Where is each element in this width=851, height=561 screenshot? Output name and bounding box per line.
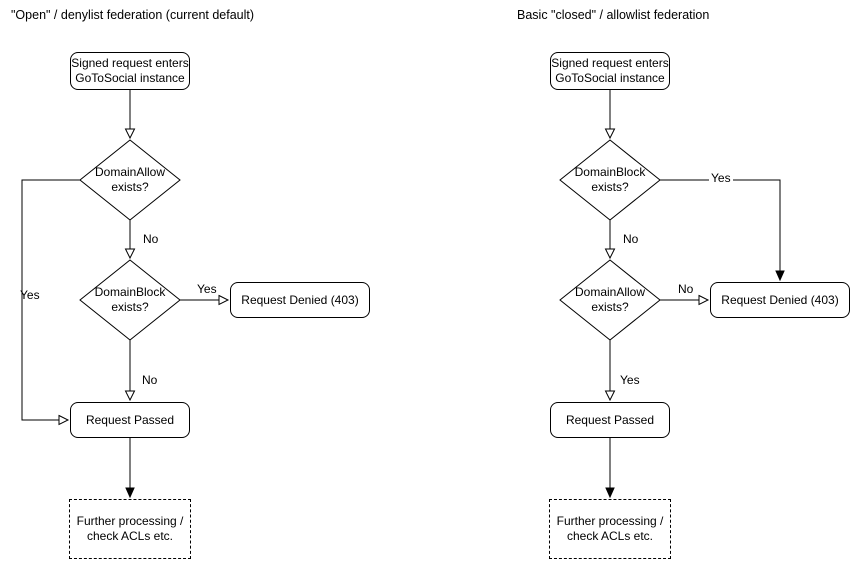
node-left-start: Signed request enters GoToSocial instanc… — [70, 52, 190, 90]
node-right-decision-domainallow: DomainAllow exists? — [574, 285, 646, 314]
node-left-request-passed: Request Passed — [70, 402, 190, 438]
decision-shape-right-domainblock — [559, 139, 661, 221]
node-left-decision-domainallow: DomainAllow exists? — [94, 165, 166, 194]
edge-label-right-block-yes: Yes — [709, 171, 733, 185]
edge-label-right-allow-no: No — [678, 282, 694, 296]
node-left-further-processing: Further processing / check ACLs etc. — [69, 499, 191, 559]
edge-label-left-allow-yes: Yes — [20, 288, 40, 302]
edge-left-allow-yes-to-passed — [21, 179, 80, 426]
node-right-decision-domainblock: DomainBlock exists? — [574, 165, 646, 194]
edge-label-left-allow-no: No — [143, 232, 159, 246]
edge-label-right-block-no: No — [623, 232, 639, 246]
node-right-request-denied: Request Denied (403) — [710, 282, 850, 318]
node-left-decision-domainblock: DomainBlock exists? — [94, 285, 166, 314]
edge-label-left-block-yes: Yes — [197, 282, 217, 296]
node-left-request-denied: Request Denied (403) — [230, 282, 370, 318]
node-right-start: Signed request enters GoToSocial instanc… — [550, 52, 670, 90]
flowchart-left-title: "Open" / denylist federation (current de… — [11, 8, 255, 22]
edge-label-right-allow-yes: Yes — [620, 373, 640, 387]
flowchart-right-title: Basic "closed" / allowlist federation — [517, 8, 710, 22]
decision-shape-left-domainblock — [79, 259, 181, 341]
edge-right-block-yes-to-denied — [660, 179, 785, 282]
node-right-further-processing: Further processing / check ACLs etc. — [549, 499, 671, 559]
edge-label-left-block-no: No — [142, 373, 158, 387]
node-right-request-passed: Request Passed — [550, 402, 670, 438]
decision-shape-left-domainallow — [79, 139, 181, 221]
decision-shape-right-domainallow — [559, 259, 661, 341]
